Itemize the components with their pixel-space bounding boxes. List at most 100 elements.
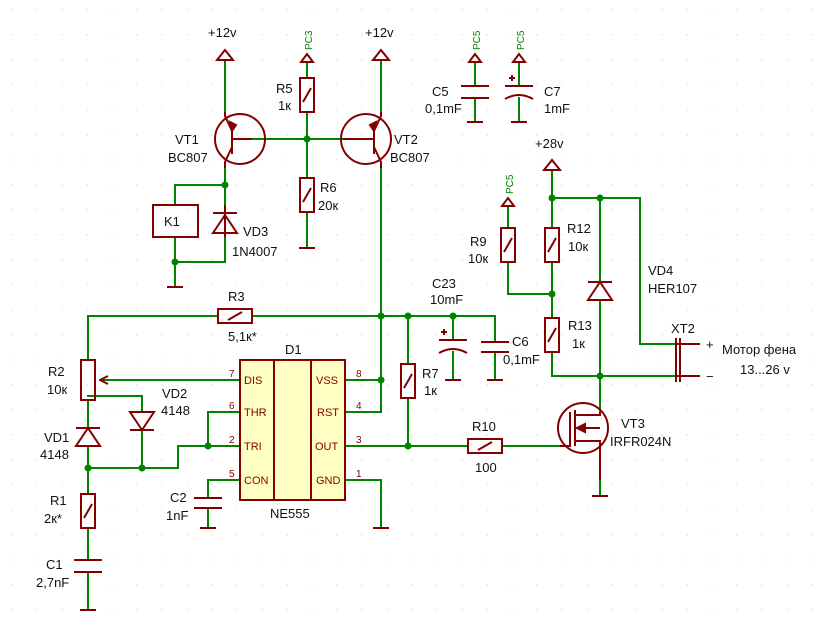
power-label: +28v bbox=[535, 136, 564, 151]
component-value: 5,1к* bbox=[228, 329, 257, 344]
r5-resistor: R5 1к bbox=[276, 77, 315, 113]
vd1-diode: VD1 4148 bbox=[40, 426, 102, 462]
pin-name: THR bbox=[244, 407, 267, 419]
component-value: 1nF bbox=[166, 508, 188, 523]
connector-plus: + bbox=[706, 337, 714, 352]
power-12v-right: +12v bbox=[365, 25, 394, 61]
rail-label: PC5 bbox=[505, 174, 516, 194]
component-value: 1к bbox=[278, 98, 291, 113]
pin-number: 3 bbox=[356, 435, 362, 446]
component-ref: C6 bbox=[512, 334, 529, 349]
pin-number: 6 bbox=[229, 401, 235, 412]
component-ref: VD3 bbox=[243, 224, 268, 239]
component-ref: R5 bbox=[276, 81, 293, 96]
component-value: 10к bbox=[47, 382, 67, 397]
r9-resistor: R9 10к bbox=[468, 227, 516, 266]
component-value: 0,1mF bbox=[425, 101, 462, 116]
r12-resistor: R12 10к bbox=[544, 221, 591, 263]
component-ref: R7 bbox=[422, 366, 439, 381]
component-ref: C7 bbox=[544, 84, 561, 99]
grid bbox=[11, 9, 813, 611]
component-value: BC807 bbox=[390, 150, 430, 165]
component-value: 0,1mF bbox=[503, 352, 540, 367]
rail-pc3: PC3 bbox=[299, 30, 315, 63]
r7-resistor: R7 1к bbox=[400, 363, 439, 399]
component-ref: VD4 bbox=[648, 263, 673, 278]
c23-capacitor: C23 10mF bbox=[430, 276, 468, 354]
c1-capacitor: C1 2,7nF bbox=[36, 557, 102, 590]
component-value: 4148 bbox=[161, 403, 190, 418]
component-ref: C1 bbox=[46, 557, 63, 572]
component-value: 1к bbox=[572, 336, 585, 351]
pin-name: RST bbox=[317, 407, 339, 419]
vd4-diode: VD4 HER107 bbox=[586, 263, 697, 301]
component-ref: VT2 bbox=[394, 132, 418, 147]
r10-resistor: R10 100 bbox=[467, 419, 503, 475]
component-value: HER107 bbox=[648, 281, 697, 296]
rail-label: PC5 bbox=[516, 30, 527, 50]
pin-number: 8 bbox=[356, 369, 362, 380]
power-label: +12v bbox=[208, 25, 237, 40]
r2-potentiometer: R2 10к bbox=[47, 359, 109, 401]
r1-resistor: R1 2к* bbox=[44, 493, 96, 529]
pin-number: 5 bbox=[229, 469, 235, 480]
ic-value: NE555 bbox=[270, 506, 310, 521]
power-label: +12v bbox=[365, 25, 394, 40]
connector-label: Мотор фена bbox=[722, 342, 797, 357]
component-ref: R10 bbox=[472, 419, 496, 434]
vd2-diode: VD2 4148 bbox=[128, 386, 190, 432]
c2-capacitor: C2 1nF bbox=[166, 490, 222, 523]
component-ref: C23 bbox=[432, 276, 456, 291]
vd3-diode: VD3 1N4007 bbox=[211, 205, 278, 259]
pin-number: 7 bbox=[229, 369, 235, 380]
vt2-transistor: VT2 BC807 bbox=[340, 112, 430, 168]
r3-resistor: R3 5,1к* bbox=[217, 289, 257, 344]
wires bbox=[87, 59, 677, 611]
ic-ref: D1 bbox=[285, 342, 302, 357]
component-value: 20к bbox=[318, 198, 338, 213]
c5-capacitor: C5 0,1mF bbox=[425, 84, 489, 116]
component-value: 2к* bbox=[44, 511, 62, 526]
ground-symbols bbox=[80, 121, 608, 611]
component-ref: R6 bbox=[320, 180, 337, 195]
pin-name: CON bbox=[244, 475, 269, 487]
junctions bbox=[84, 135, 604, 472]
component-ref: VD2 bbox=[162, 386, 187, 401]
rail-pc5-r9: PC5 bbox=[500, 174, 516, 207]
pin-name: DIS bbox=[244, 375, 262, 387]
d1-ne555: D1 NE555 DIS 7 THR 6 TRI 2 CON 5 VSS 8 R… bbox=[229, 342, 362, 521]
connector-minus: − bbox=[706, 369, 714, 384]
r13-resistor: R13 1к bbox=[544, 317, 592, 353]
component-ref: R12 bbox=[567, 221, 591, 236]
rail-label: PC5 bbox=[472, 30, 483, 50]
component-value: 10mF bbox=[430, 292, 463, 307]
connector-voltage: 13...26 v bbox=[740, 362, 790, 377]
vt1-transistor: VT1 BC807 bbox=[168, 112, 266, 168]
component-value: 1N4007 bbox=[232, 244, 278, 259]
power-28v: +28v bbox=[535, 136, 564, 171]
k1-relay: K1 bbox=[152, 204, 199, 238]
component-ref: VD1 bbox=[44, 430, 69, 445]
component-value: 1к bbox=[424, 383, 437, 398]
component-ref: K1 bbox=[164, 214, 180, 229]
component-value: IRFR024N bbox=[610, 434, 671, 449]
component-value: 1mF bbox=[544, 101, 570, 116]
pin-number: 1 bbox=[356, 469, 362, 480]
component-ref: XT2 bbox=[671, 321, 695, 336]
vt3-mosfet: VT3 IRFR024N bbox=[557, 402, 671, 480]
component-ref: VT1 bbox=[175, 132, 199, 147]
pin-name: GND bbox=[316, 475, 341, 487]
pin-number: 4 bbox=[356, 401, 362, 412]
pin-name: VSS bbox=[316, 375, 338, 387]
component-value: 10к bbox=[468, 251, 488, 266]
c6-capacitor: C6 0,1mF bbox=[481, 334, 540, 367]
rail-pc5-c7: PC5 bbox=[511, 30, 527, 63]
component-ref: R1 bbox=[50, 493, 67, 508]
component-ref: C5 bbox=[432, 84, 449, 99]
rail-pc5-c5: PC5 bbox=[467, 30, 483, 63]
component-ref: R3 bbox=[228, 289, 245, 304]
pin-name: TRI bbox=[244, 441, 262, 453]
component-value: BC807 bbox=[168, 150, 208, 165]
